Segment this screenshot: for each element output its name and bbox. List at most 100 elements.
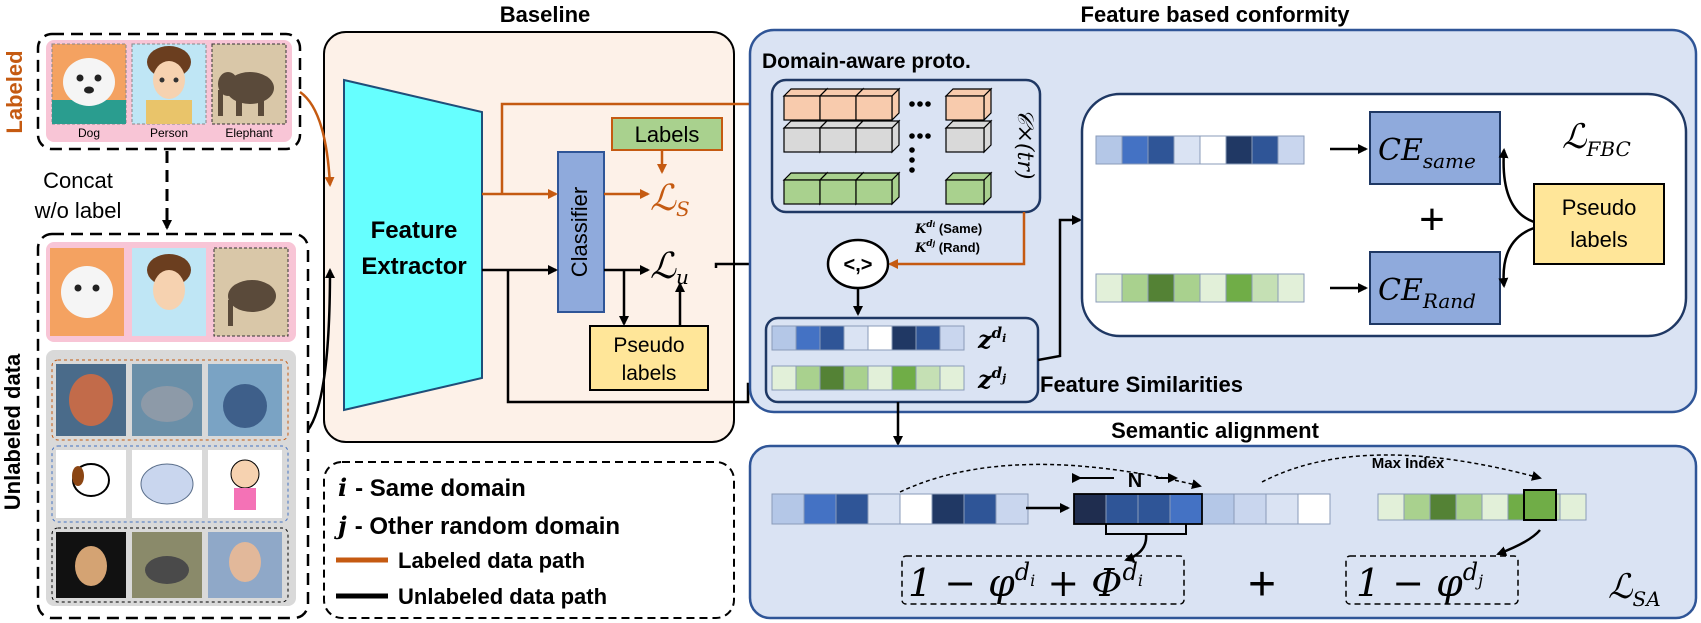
feature-extractor-label-line1: Feature [371, 217, 458, 244]
fbc-title: Feature based conformity [1081, 2, 1351, 27]
unlabeled-source-images [50, 247, 289, 337]
feature-extractor-label-line2: Extractor [361, 253, 466, 280]
fbc-same-bar-cell [1095, 135, 1123, 165]
sa-max-cell [1523, 489, 1557, 521]
sa-sorted-bar-cell [1297, 493, 1331, 525]
sa-rand-bar-cell [1403, 493, 1431, 521]
caption-dog: Dog [78, 126, 100, 140]
baseline-pseudo-labels-line1: Pseudo [613, 334, 684, 357]
sa-input-bar-cell [835, 493, 869, 525]
person-image [131, 43, 207, 125]
legend-other-domain: j- Other random domain [334, 511, 620, 540]
fbc-plus: + [1419, 195, 1445, 244]
fbc-same-bar-cell [1251, 135, 1279, 165]
ellipsis-dot [925, 133, 931, 139]
sa-rand-bar-cell [1429, 493, 1457, 521]
n-label: N [1128, 470, 1142, 492]
fbc-rand-bar-cell [1173, 273, 1201, 303]
sa-sorted-bar-cell [1233, 493, 1267, 525]
fbc-pseudo-labels-box [1533, 183, 1665, 265]
fbc-same-bar-cell [1277, 135, 1305, 165]
concat-label-line1: Concat [43, 168, 113, 193]
fbc-pseudo-labels-line1: Pseudo [1562, 195, 1637, 220]
z-dj-bar-cell [771, 365, 797, 391]
sa-rand-bar [1377, 489, 1587, 521]
z-di-label: zdi [977, 324, 1006, 354]
unlabeled-data-group: Unlabeled data [0, 232, 310, 620]
ellipsis-dot [909, 157, 915, 163]
fbc-rand-bar-cell [1121, 273, 1149, 303]
ellipsis-dot [909, 101, 915, 107]
sa-sorted-bar-cell [1265, 493, 1299, 525]
sa-title: Semantic alignment [1111, 418, 1320, 443]
z-dj-bar-cell [891, 365, 917, 391]
ellipsis-dot [917, 101, 923, 107]
dot-product-label: <,> [844, 254, 873, 276]
baseline-pseudo-labels-line2: labels [622, 362, 677, 385]
z-di-bar-cell [795, 325, 821, 351]
classifier-block [557, 151, 605, 313]
legend-labeled-path: Labeled data path [398, 548, 585, 573]
z-dj-bar-cell [795, 365, 821, 391]
ellipsis-dot [909, 133, 915, 139]
loss-s: ℒS [650, 178, 690, 221]
sa-sorted-bar-cell [1073, 493, 1107, 525]
z-dj-bar [771, 365, 965, 391]
sa-sorted-bar-cell [1169, 493, 1203, 525]
sa-formula-box-same [901, 555, 1185, 605]
fbc-pseudo-labels-line2: labels [1570, 227, 1627, 252]
legend-unlabeled-path: Unlabeled data path [398, 584, 607, 609]
z-dj-bar-cell [867, 365, 893, 391]
proto-dims: 𝒞×(tr) [1012, 109, 1037, 180]
classifier-label: Classifier [567, 187, 592, 277]
sa-rand-bar-cell [1559, 493, 1587, 521]
z-dj-bar-cell [939, 365, 965, 391]
proto-cube [854, 87, 901, 122]
z-di-bar-cell [843, 325, 869, 351]
z-di-bar-cell [771, 325, 797, 351]
sa-formula-same: 1 − φdi + Φdi [908, 558, 1143, 605]
max-index-label: Max Index [1372, 455, 1445, 472]
sa-input-bar-cell [899, 493, 933, 525]
z-dj-label: zdj [977, 364, 1006, 394]
z-dj-bar-cell [843, 365, 869, 391]
painting-domain-images [51, 359, 289, 441]
ce-rand-box [1369, 251, 1501, 325]
sa-rand-bar-cell [1481, 493, 1509, 521]
sa-input-bar-cell [867, 493, 901, 525]
fbc-rand-bar-cell [1225, 273, 1253, 303]
fbc-same-bar-cell [1199, 135, 1227, 165]
z-dj-bar-cell [819, 365, 845, 391]
feature-similarities-label: Feature Similarities [1040, 372, 1243, 397]
concat-step: Concat w/o label [34, 151, 172, 230]
sa-sorted-bar-cell [1201, 493, 1235, 525]
baseline-panel: Baseline Feature Extractor Classifier La… [299, 2, 830, 443]
fbc-rand-bar [1095, 273, 1305, 303]
sa-feature-bars [771, 489, 1587, 525]
sa-panel: Semantic alignment N Max Index 1 − φdi +… [748, 418, 1698, 620]
ellipsis-dot [909, 167, 915, 173]
sa-rand-bar-cell [1455, 493, 1483, 521]
z-dj-bar-cell [915, 365, 941, 391]
feature-extractor-block [343, 78, 483, 412]
ce-same-label: CEsame [1378, 133, 1476, 173]
z-di-bar-cell [939, 325, 965, 351]
fbc-same-bar-cell [1121, 135, 1149, 165]
legend-same-domain: i- Same domain [338, 473, 526, 502]
k-same-label: Kdi (Same) [914, 220, 982, 237]
proto-cube [944, 171, 993, 206]
caption-elephant: Elephant [225, 126, 273, 140]
caption-person: Person [150, 126, 188, 140]
k-rand-label: Kdj (Rand) [914, 239, 980, 256]
elephant-image [211, 43, 287, 125]
sa-plus: + [1248, 558, 1276, 611]
proto-cube [944, 87, 993, 122]
unlabeled-title: Unlabeled data [0, 353, 25, 510]
proto-cube [944, 119, 993, 154]
photo-domain-images [51, 527, 289, 603]
fbc-rand-bar-cell [1277, 273, 1305, 303]
proto-title: Domain-aware proto. [762, 50, 971, 73]
fbc-panel: Feature based conformity Domain-aware pr… [748, 2, 1698, 446]
feature-vector-rows [771, 325, 965, 391]
